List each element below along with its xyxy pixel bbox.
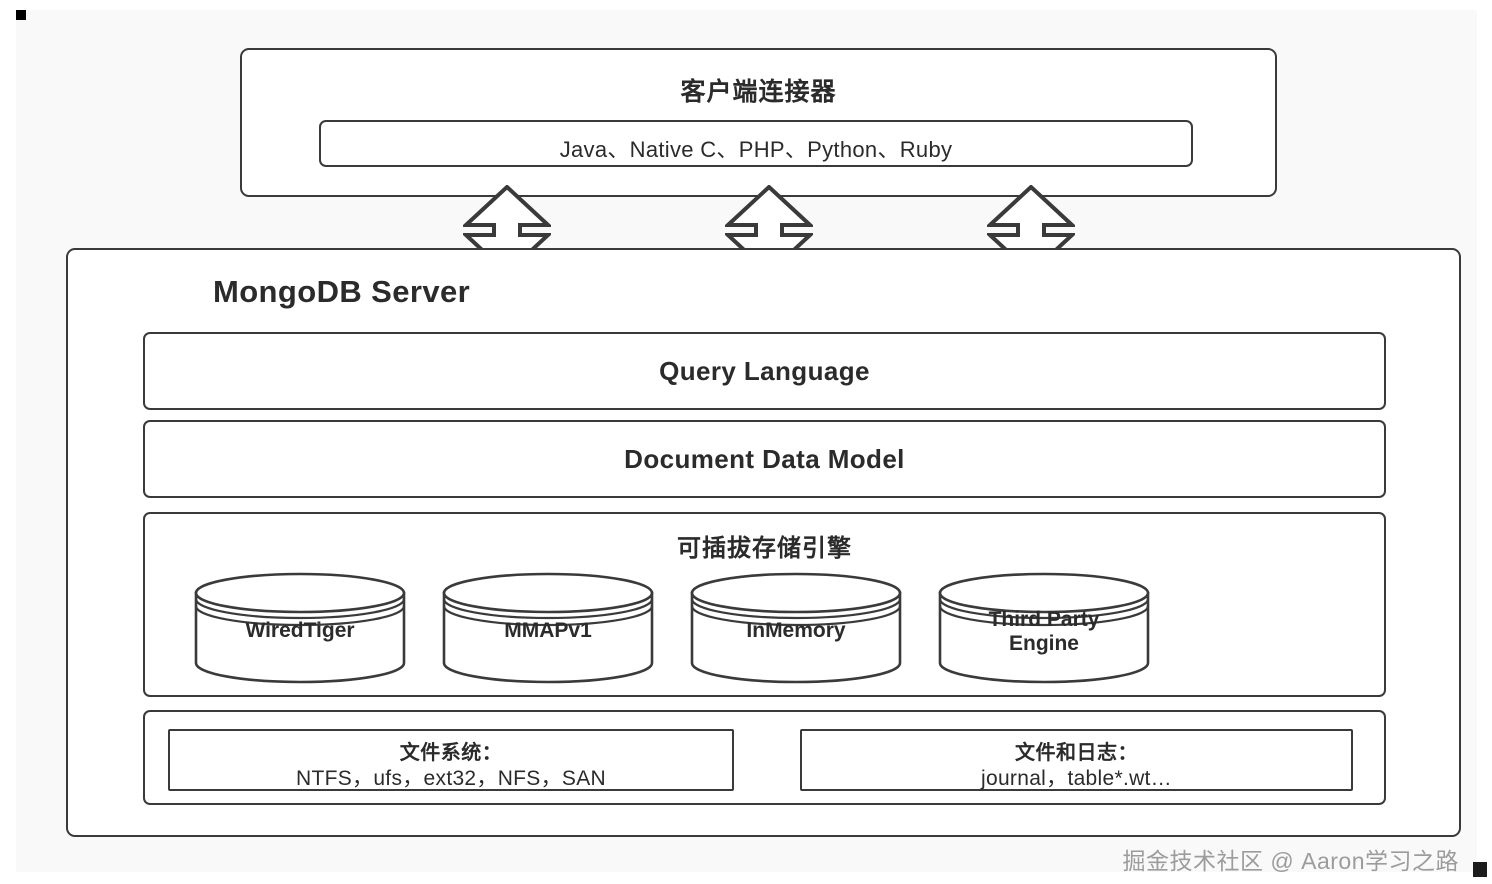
filesystem-left-title: 文件系统： [399,742,503,764]
layer-query-language-label: Query Language [659,356,870,386]
watermark-text: 掘金技术社区 @ Aaron学习之路 [1122,848,1459,874]
corner-mark-bottom-right [1473,862,1487,877]
storage-engine-label-inmemory: InMemory [746,619,846,642]
pluggable-storage-engine-box: 可插拔存储引擎 WiredTiger MMAP [143,512,1386,697]
layer-query-language: Query Language [143,332,1386,410]
filesystem-left-items: NTFS，ufs，ext32，NFS，SAN [296,767,606,790]
client-connector-title: 客户端连接器 [680,78,837,106]
filesystem-box-left: 文件系统： NTFS，ufs，ext32，NFS，SAN [168,729,734,791]
storage-engine-cylinder-wiredtiger: WiredTiger [193,572,407,684]
mongodb-server-title: MongoDB Server [213,274,471,309]
client-languages-box: Java、Native C、PHP、Python、Ruby [319,120,1193,167]
filesystem-row-box: 文件系统： NTFS，ufs，ext32，NFS，SAN 文件和日志： jour… [143,710,1386,805]
storage-engine-label-third-party-engine-line2: Engine [1008,632,1079,655]
layer-document-data-model-label: Document Data Model [624,444,905,474]
layer-document-data-model: Document Data Model [143,420,1386,498]
storage-engine-label-third-party-engine: Third Party Engine [937,608,1151,656]
storage-engine-cylinder-mmapv1: MMAPv1 [441,572,655,684]
corner-mark-top-left [16,10,26,20]
filesystem-box-right: 文件和日志： journal，table*.wt… [800,729,1353,791]
mongodb-server-box: MongoDB Server Query Language Document D… [66,248,1461,837]
storage-engine-cylinder-inmemory: InMemory [689,572,903,684]
storage-engine-cylinder-third-party-engine: Third Party Engine [937,572,1151,684]
storage-engine-label-wiredtiger: WiredTiger [245,619,355,642]
filesystem-right-items: journal，table*.wt… [981,767,1172,790]
filesystem-right-title: 文件和日志： [1015,742,1138,764]
pluggable-storage-engine-title: 可插拔存储引擎 [677,535,852,562]
client-languages-label: Java、Native C、PHP、Python、Ruby [559,137,953,162]
diagram-canvas: 客户端连接器 Java、Native C、PHP、Python、Ruby Mon… [16,10,1477,874]
storage-engine-label-mmapv1: MMAPv1 [504,619,592,642]
storage-engine-label-third-party-engine-line1: Third Party [988,608,1100,631]
